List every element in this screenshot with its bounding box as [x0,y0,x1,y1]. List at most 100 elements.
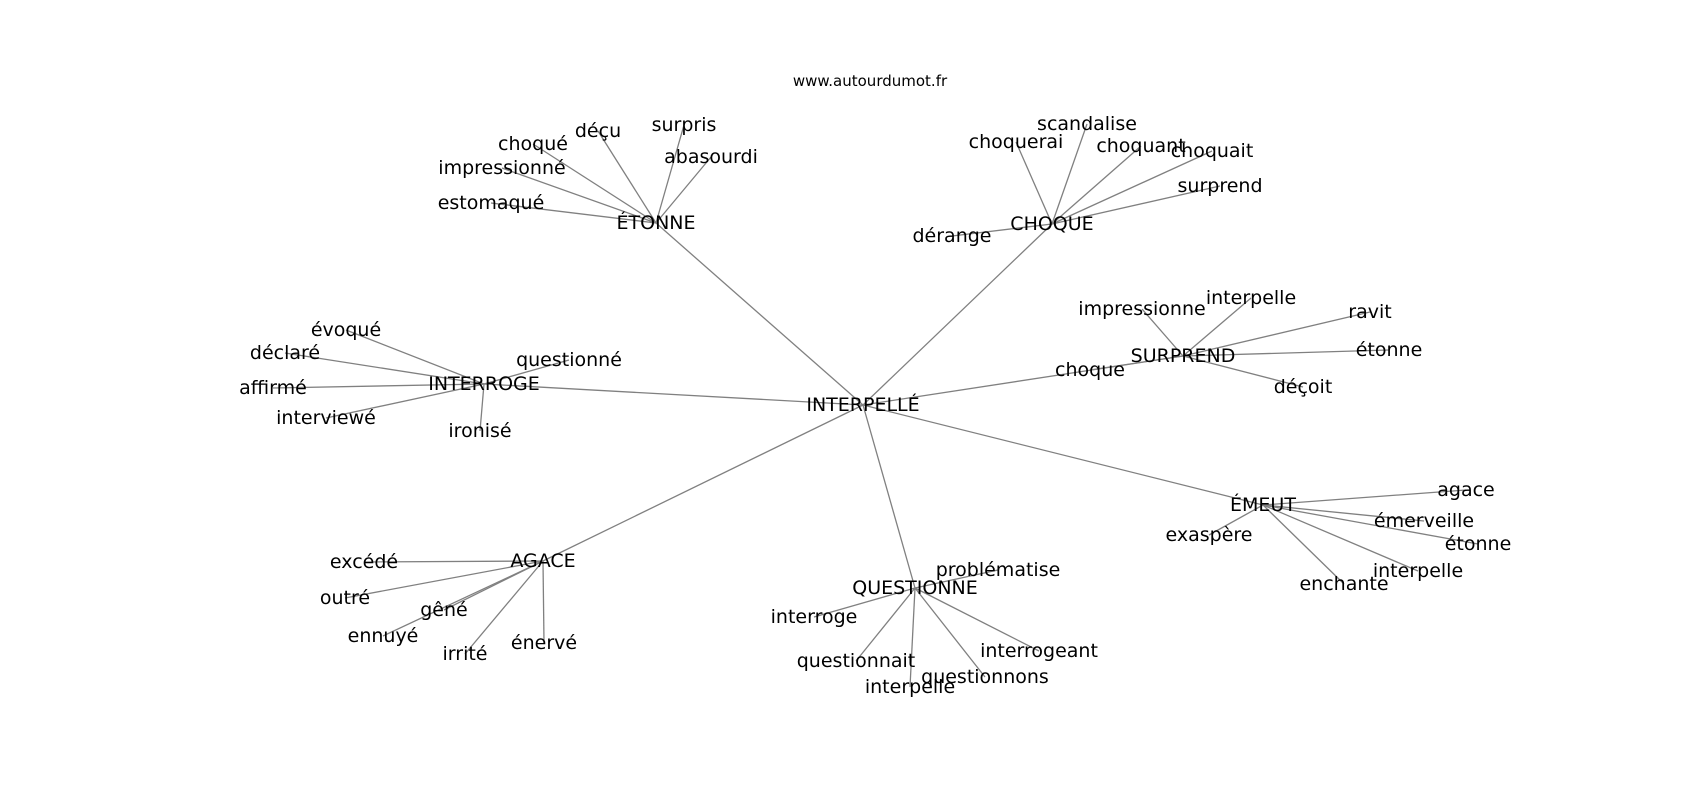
leaf-word[interactable]: choquerai [969,131,1064,153]
leaf-word[interactable]: abasourdi [664,146,758,168]
edge-hub-leaf [272,383,485,389]
edge-center-hub [862,404,1264,506]
edge-hub-leaf [914,587,1040,652]
leaf-word[interactable]: ravit [1348,301,1391,323]
leaf-word[interactable]: gêné [420,599,467,621]
edge-hub-leaf [655,124,685,224]
leaf-word[interactable]: surpris [652,114,717,136]
edge-center-hub [542,404,864,562]
edge-center-hub [655,222,864,406]
graph-labels: INTERPELLÉÉTONNEsurprisdéçuchoquéimpress… [239,113,1511,698]
edge-hub-leaf [855,587,916,662]
leaf-word[interactable]: choquait [1171,140,1254,162]
edge-hub-leaf [1051,123,1088,225]
edge-hub-leaf [813,587,916,618]
leaf-word[interactable]: interviewé [276,407,376,429]
hub-word[interactable]: ÉMEUT [1230,493,1296,516]
leaf-word[interactable]: impressionné [438,157,565,179]
leaf-word[interactable]: choque [1055,359,1125,381]
leaf-word[interactable]: énervé [511,632,577,654]
leaf-word[interactable]: choquant [1096,135,1185,157]
edge-hub-leaf [655,156,712,224]
hub-word[interactable]: SURPREND [1131,345,1236,367]
leaf-word[interactable]: interpelle [1206,287,1296,309]
edge-hub-leaf [909,587,916,688]
edge-hub-leaf [490,202,657,224]
hub-word[interactable]: AGACE [510,550,575,572]
edge-hub-leaf [532,143,657,224]
edge-hub-leaf [479,383,485,432]
edge-hub-leaf [1262,504,1345,585]
leaf-word[interactable]: déçoit [1274,376,1333,398]
edge-hub-leaf [1089,355,1184,371]
leaf-word[interactable]: affirmé [239,377,307,399]
leaf-word[interactable]: dérange [913,225,992,247]
edge-hub-leaf [1262,504,1479,545]
leaf-word[interactable]: ennuyé [348,625,419,647]
edge-hub-leaf [284,352,485,385]
leaf-word[interactable]: émerveille [1374,510,1474,532]
leaf-word[interactable]: surprend [1178,175,1263,197]
leaf-word[interactable]: excédé [330,551,398,573]
leaf-word[interactable]: irrité [443,643,488,665]
edge-hub-leaf [1182,297,1252,357]
edge-hub-leaf [1182,311,1371,357]
edge-hub-leaf [483,359,570,385]
leaf-word[interactable]: questionnons [921,666,1049,688]
leaf-word[interactable]: déçu [575,120,621,142]
edge-hub-leaf [1051,145,1142,225]
hub-word[interactable]: QUESTIONNE [852,577,978,599]
edge-hub-leaf [501,167,657,224]
leaf-word[interactable]: questionnait [797,650,916,672]
leaf-word[interactable]: problématise [936,559,1061,581]
center-word[interactable]: INTERPELLÉ [806,393,919,416]
leaf-word[interactable]: estomaqué [438,192,545,214]
edge-hub-leaf [1051,150,1213,225]
leaf-word[interactable]: impressionne [1078,298,1205,320]
edge-hub-leaf [914,587,986,678]
edge-hub-leaf [1015,141,1053,225]
edge-hub-leaf [1262,504,1425,522]
leaf-word[interactable]: questionné [516,349,622,371]
edge-hub-leaf [325,383,485,419]
edge-hub-leaf [1182,355,1304,388]
leaf-word[interactable]: agace [1437,479,1494,501]
edge-hub-leaf [1051,185,1221,225]
hub-word[interactable]: INTERROGE [428,373,540,395]
leaf-word[interactable]: évoqué [311,319,381,341]
edge-hub-leaf [363,560,544,563]
leaf-word[interactable]: choqué [498,133,568,155]
leaf-word[interactable]: interpelle [865,676,955,698]
edge-center-hub [862,223,1053,406]
site-watermark: www.autourdumot.fr [792,72,948,90]
leaf-word[interactable]: étonne [1445,533,1512,555]
edge-hub-leaf [1262,489,1467,506]
edge-hub-leaf [382,560,544,637]
edge-hub-leaf [1208,504,1264,536]
leaf-word[interactable]: étonne [1356,339,1423,361]
edge-center-hub [862,404,916,589]
edge-hub-leaf [542,560,545,644]
hub-word[interactable]: ÉTONNE [617,211,696,234]
leaf-word[interactable]: interpelle [1373,560,1463,582]
edge-hub-leaf [597,130,657,224]
edge-hub-leaf [464,560,544,655]
edge-center-hub [483,383,864,406]
leaf-word[interactable]: scandalise [1037,113,1137,135]
leaf-word[interactable]: ironisé [448,420,511,442]
hub-word[interactable]: CHOQUE [1010,213,1093,235]
leaf-word[interactable]: déclaré [250,342,320,364]
edge-hub-leaf [1262,504,1419,572]
edge-hub-leaf [951,223,1053,237]
leaf-word[interactable]: interroge [771,606,858,628]
leaf-word[interactable]: outré [320,587,370,609]
edge-hub-leaf [1141,308,1184,357]
edge-hub-leaf [914,569,999,589]
edge-hub-leaf [344,560,544,599]
leaf-word[interactable]: enchante [1299,573,1388,595]
leaf-word[interactable]: interrogeant [980,640,1098,662]
edge-hub-leaf [1182,349,1390,357]
leaf-word[interactable]: exaspère [1166,524,1253,546]
